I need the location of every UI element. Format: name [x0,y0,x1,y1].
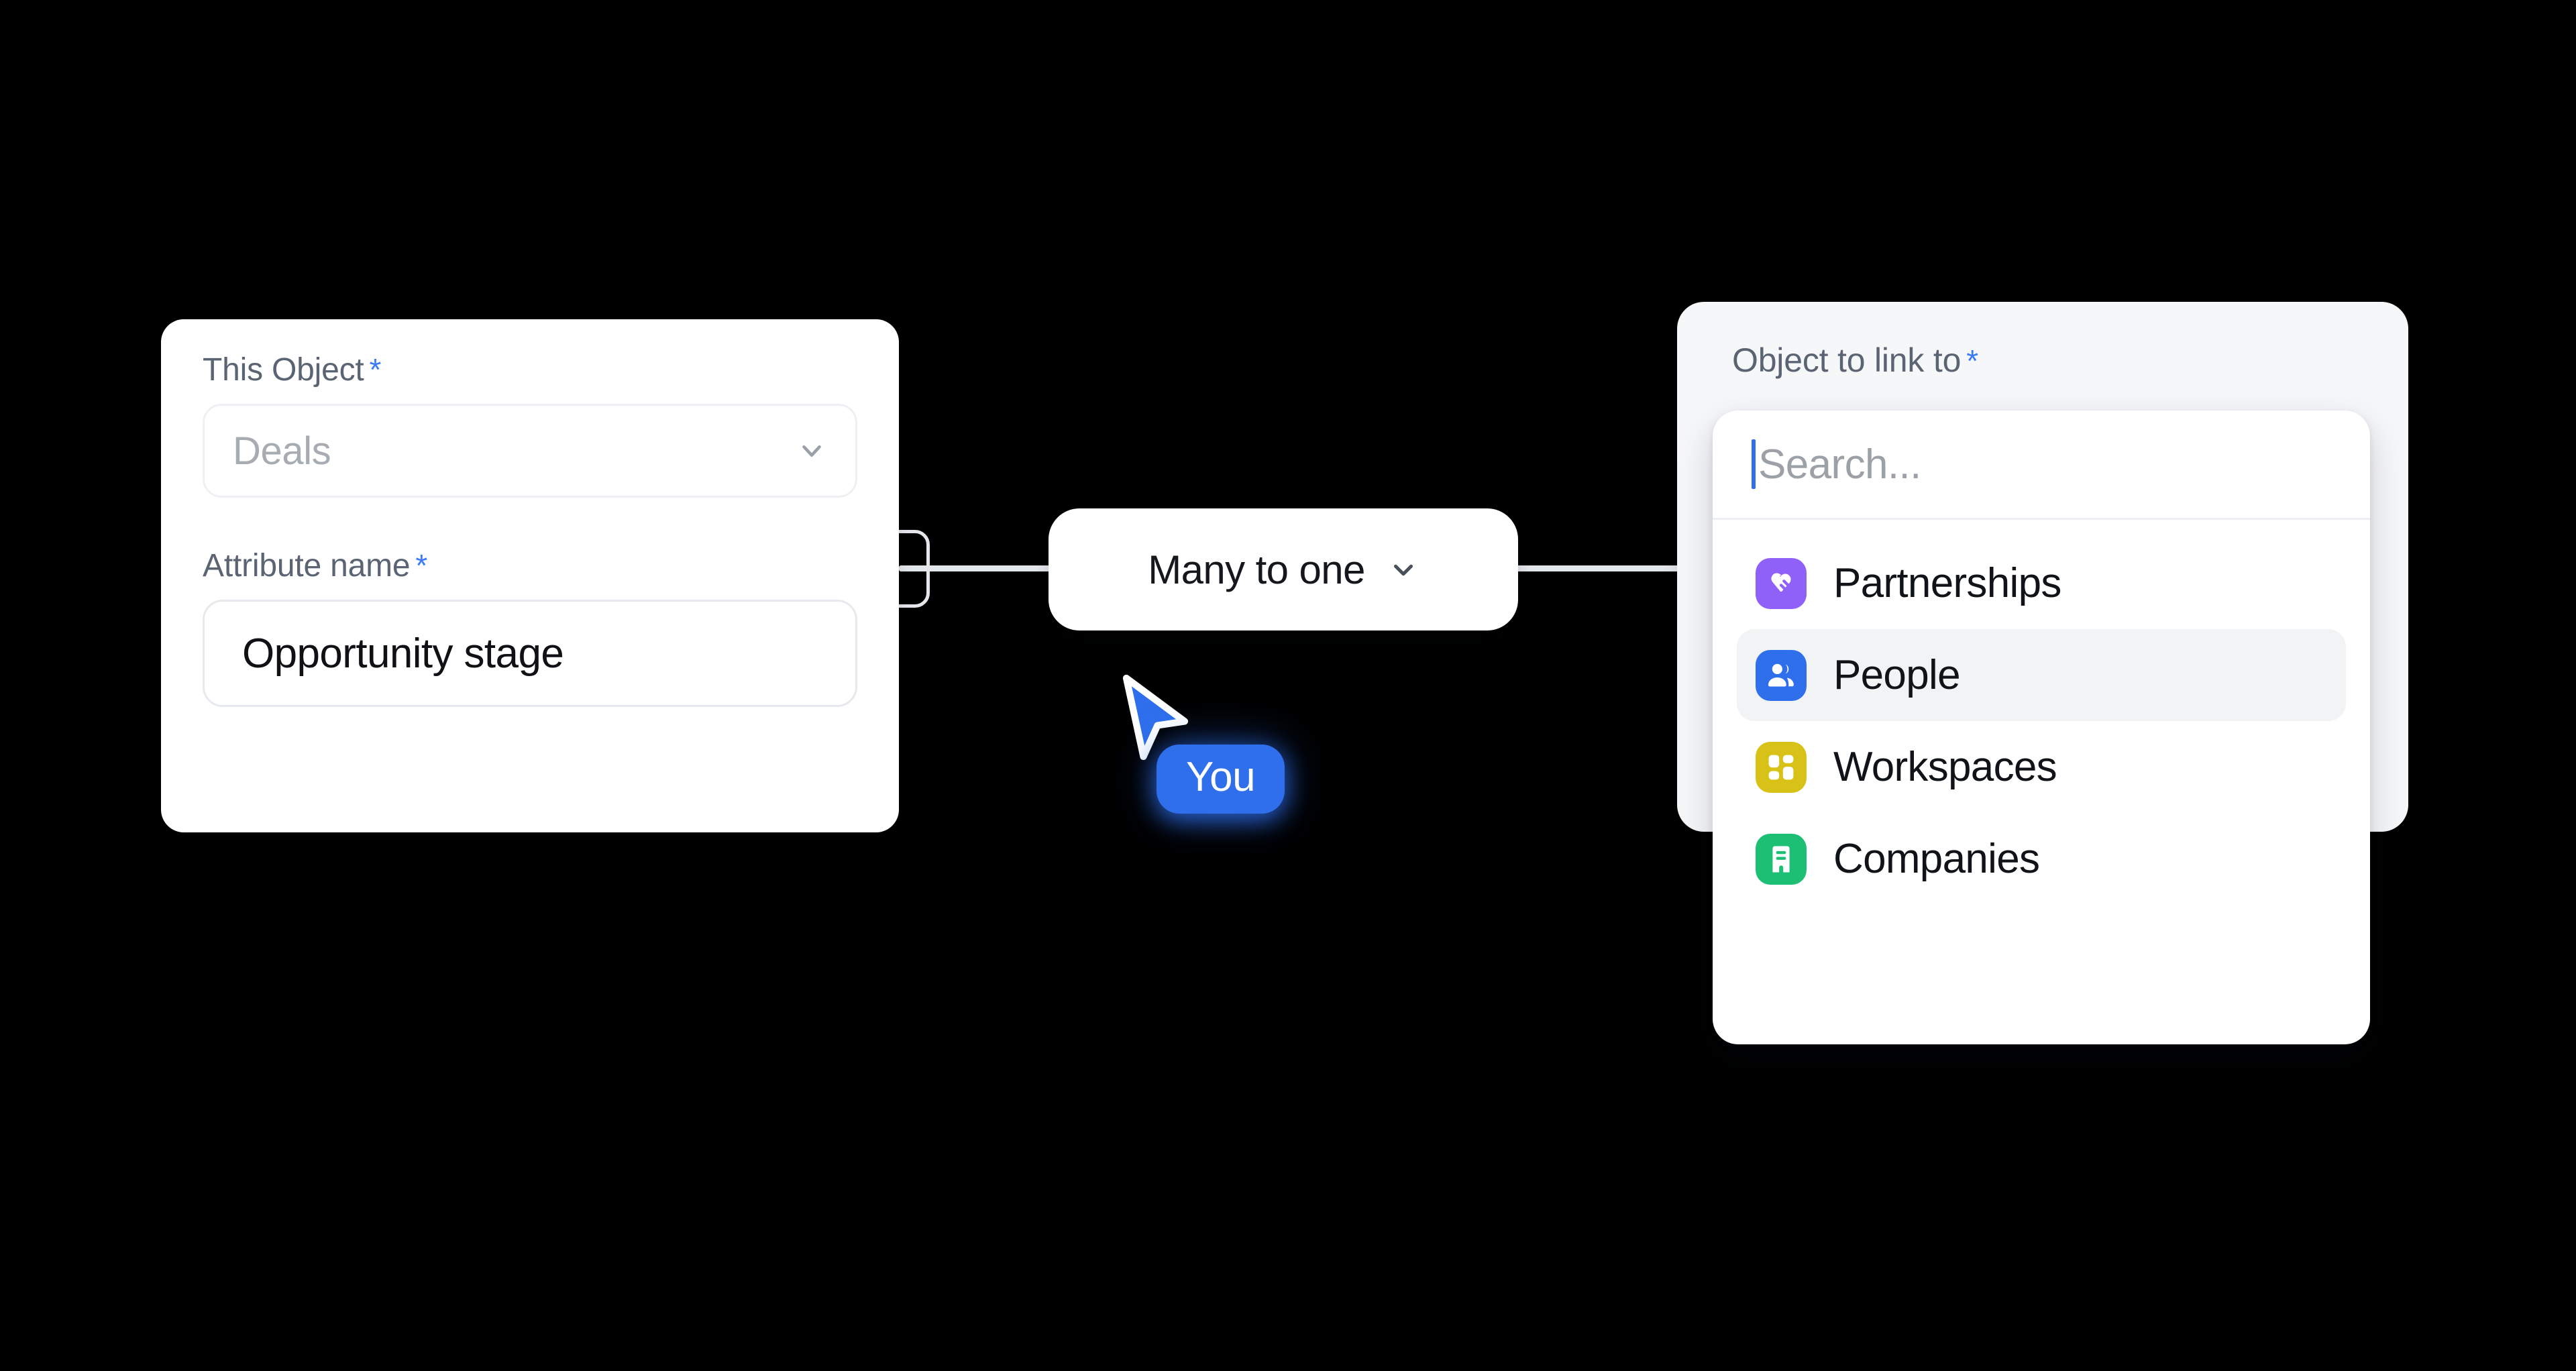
connector-line-right [1511,565,1712,571]
handshake-heart-icon [1756,557,1807,609]
this-object-value: Deals [233,429,331,473]
list-item-label: Partnerships [1833,560,2061,606]
chevron-down-icon [796,435,827,466]
list-item[interactable]: People [1737,629,2346,721]
this-object-card: This Object* Deals Attribute name* Oppor… [161,319,899,832]
list-item-label: Workspaces [1833,744,2057,790]
object-search-input[interactable]: Search... [1713,410,2370,520]
object-to-link-label-text: Object to link to [1732,341,1962,379]
required-asterisk: * [1966,343,1978,378]
relation-type-dropdown[interactable]: Many to one [1049,508,1518,630]
cursor-name-badge: You [1157,745,1285,814]
list-item[interactable]: Workspaces [1737,721,2346,813]
this-object-label-text: This Object [203,352,364,388]
layout-grid-icon [1756,741,1807,793]
object-search-dropdown: Search... Partnerships [1713,410,2370,1044]
required-asterisk: * [415,548,428,583]
required-asterisk: * [369,352,382,387]
field-spacer [203,498,857,550]
connector-line-left [899,565,1056,571]
cursor-name-label: You [1186,754,1256,800]
attribute-name-label-text: Attribute name [203,548,411,584]
this-object-label: This Object* [203,354,857,386]
mouse-pointer-icon [1116,672,1197,773]
relation-type-value: Many to one [1148,547,1365,592]
remote-cursor: You [1097,665,1339,867]
chevron-down-icon [1388,554,1419,585]
building-icon [1756,833,1807,885]
people-icon [1756,649,1807,701]
this-object-select[interactable]: Deals [203,404,857,498]
list-item-label: People [1833,652,1961,698]
list-item[interactable]: Companies [1737,813,2346,905]
list-item[interactable]: Partnerships [1737,537,2346,629]
object-search-placeholder: Search... [1758,441,1921,488]
list-item-label: Companies [1833,836,2040,882]
attribute-name-value: Opportunity stage [242,630,564,677]
attribute-name-label: Attribute name* [203,550,857,582]
object-to-link-label: Object to link to* [1732,343,2408,377]
object-options-list: Partnerships People [1713,520,2370,905]
attribute-name-input[interactable]: Opportunity stage [203,600,857,707]
text-caret [1752,439,1756,489]
